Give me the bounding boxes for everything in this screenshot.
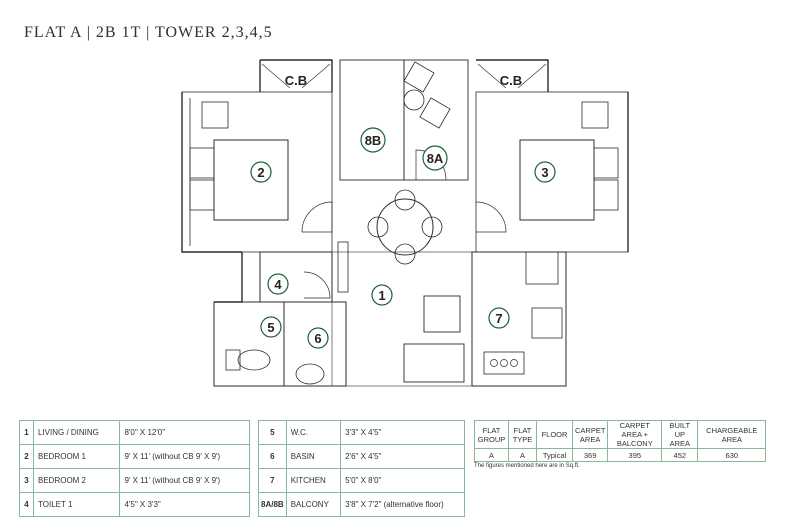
room-name: BEDROOM 2 [32,468,121,493]
room-name: KITCHEN [285,468,342,493]
header-flat-type: FLAT TYPE [508,420,537,449]
room-size: 9' X 11' (without CB 9' X 9') [119,468,250,493]
table-row: 3 BEDROOM 2 9' X 11' (without CB 9' X 9'… [19,468,250,493]
room-spec-table-left: 1 LIVING / DINING 8'0" X 12'0" 2 BEDROOM… [19,420,250,517]
table-row: 1 LIVING / DINING 8'0" X 12'0" [19,420,250,445]
header-carpet-area: CARPET AREA [571,420,609,449]
floor-plan-drawing: C.B C.B 2 3 1 4 5 6 7 8B 8A [181,59,629,387]
room-size: 3'8" X 7'2" (alternative floor) [340,492,465,517]
room-number: 1 [19,420,34,445]
room-size: 9' X 11' (without CB 9' X 9') [119,444,250,469]
room-name: BALCONY [285,492,342,517]
room-size: 8'0" X 12'0" [119,420,250,445]
room-spec-table-right: 5 W.C. 3'3" X 4'5" 6 BASIN 2'6" X 4'5" 7… [258,420,465,517]
room-number: 5 [258,420,287,445]
cb-left-label: C.B [285,73,307,88]
room-4-marker: 4 [274,277,282,292]
cell-chargeable: 630 [697,448,767,462]
room-number: 4 [19,492,34,517]
room-size: 3'3" X 4'5" [340,420,465,445]
room-3-marker: 3 [541,165,548,180]
cell-built-up: 452 [661,448,699,462]
room-1-marker: 1 [378,288,385,303]
floor-plan: C.B C.B 2 3 1 4 5 6 7 8B 8A [170,52,640,398]
room-name: TOILET 1 [32,492,121,517]
table-row: 4 TOILET 1 4'5" X 3'3" [19,492,250,517]
cell-flat-type: A [508,448,537,462]
room-number: 3 [19,468,34,493]
room-number: 8A/8B [258,492,287,517]
cell-floor: Typical [536,448,573,462]
room-number: 6 [258,444,287,469]
units-note: The figures mentioned here are in Sq.ft. [474,463,580,469]
cb-right-label: C.B [500,73,522,88]
cell-carpet-area: 369 [571,448,609,462]
room-5-marker: 5 [267,320,274,335]
room-name: BASIN [285,444,342,469]
table-header-row: FLAT GROUP FLAT TYPE FLOOR CARPET AREA C… [474,420,767,449]
header-floor: FLOOR [536,420,573,449]
header-built-up: BUILT UP AREA [661,420,699,449]
room-name: W.C. [285,420,342,445]
header-carpet-balcony: CARPET AREA + BALCONY [607,420,663,449]
table-row: 8A/8B BALCONY 3'8" X 7'2" (alternative f… [258,492,465,517]
header-chargeable: CHARGEABLE AREA [697,420,767,449]
room-6-marker: 6 [314,331,321,346]
room-size: 5'0" X 8'0" [340,468,465,493]
room-size: 2'6" X 4'5" [340,444,465,469]
table-row: 6 BASIN 2'6" X 4'5" [258,444,465,469]
room-name: LIVING / DINING [32,420,121,445]
page-title: FLAT A | 2B 1T | TOWER 2,3,4,5 [24,24,273,41]
table-row: 2 BEDROOM 1 9' X 11' (without CB 9' X 9'… [19,444,250,469]
cell-carpet-balcony: 395 [607,448,663,462]
room-2-marker: 2 [257,165,264,180]
room-8b-marker: 8B [365,133,382,148]
area-table: FLAT GROUP FLAT TYPE FLOOR CARPET AREA C… [474,420,767,462]
table-row: 5 W.C. 3'3" X 4'5" [258,420,465,445]
table-row: A A Typical 369 395 452 630 [474,448,767,462]
table-row: 7 KITCHEN 5'0" X 8'0" [258,468,465,493]
room-7-marker: 7 [495,311,502,326]
room-8a-marker: 8A [427,151,444,166]
cell-flat-group: A [474,448,509,462]
room-number: 7 [258,468,287,493]
room-number: 2 [19,444,34,469]
header-flat-group: FLAT GROUP [474,420,509,449]
room-name: BEDROOM 1 [32,444,121,469]
room-size: 4'5" X 3'3" [119,492,250,517]
